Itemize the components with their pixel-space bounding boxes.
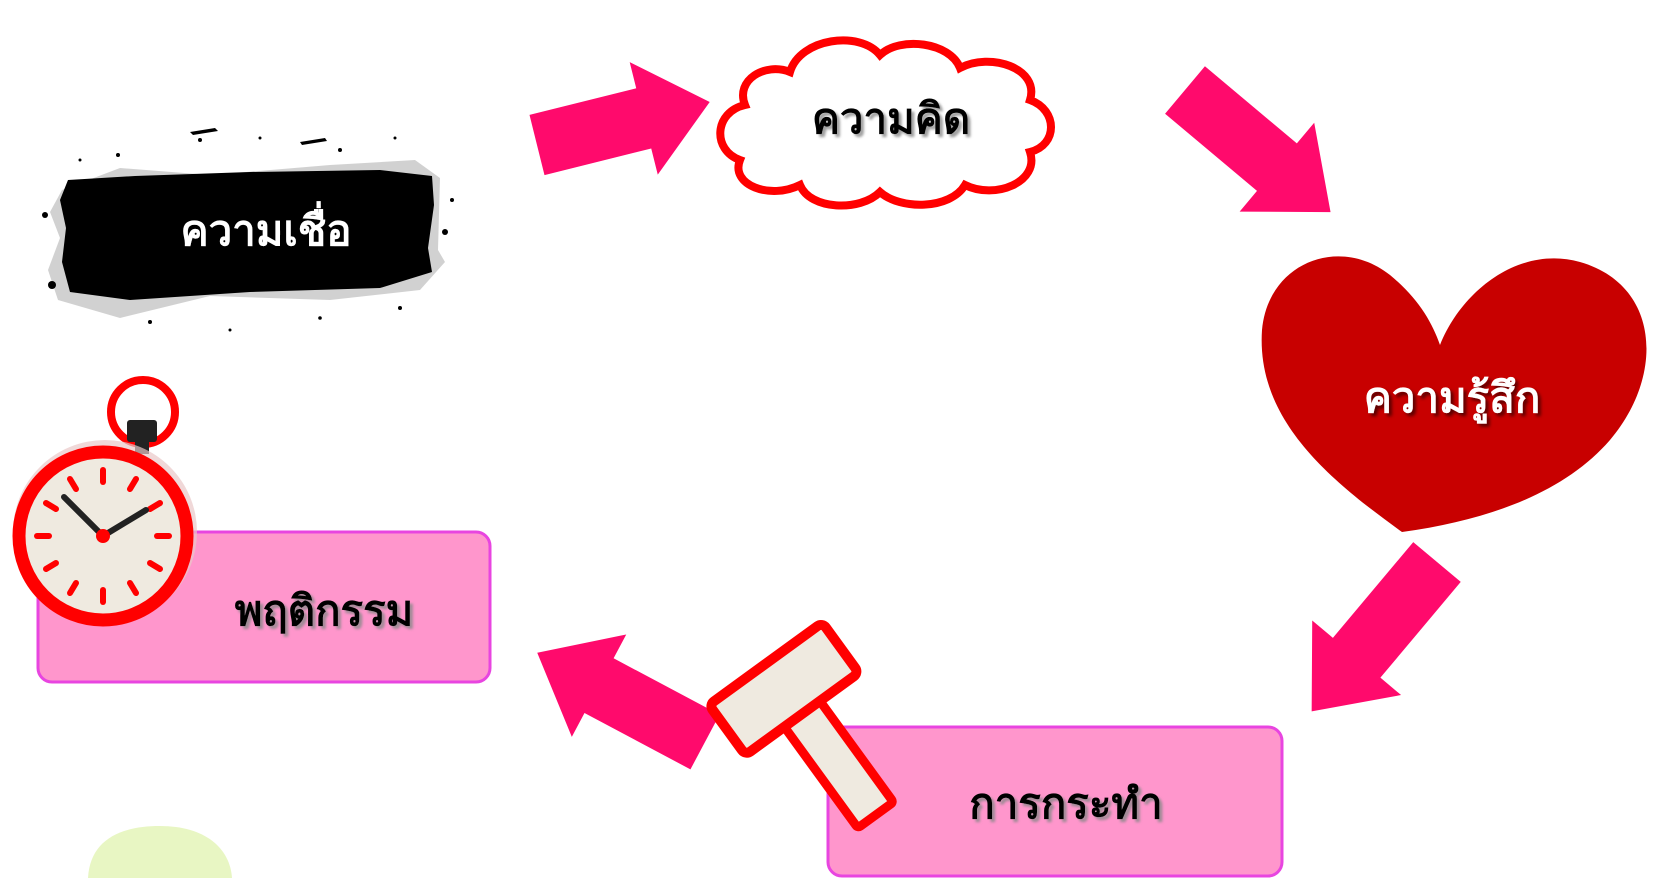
stopwatch-icon [12, 376, 197, 627]
arrow-action-to-behavior [537, 634, 720, 770]
node-thought: ความคิด [716, 36, 1055, 210]
arrow-belief-to-thought [529, 62, 710, 176]
green-decor-blob [88, 826, 232, 878]
cloud-shape [716, 36, 1055, 210]
action-box [826, 725, 1284, 878]
action-label: การกระทำ [969, 779, 1162, 828]
arrow-thought-to-feeling [1165, 66, 1331, 213]
belief-label: ความเชื่อ [180, 201, 351, 255]
feeling-label: ความรู้สึก [1364, 373, 1541, 424]
hammer-icon [706, 619, 897, 832]
behavior-label: พฤติกรรม [235, 586, 414, 635]
node-belief: ความเชื่อ [42, 128, 454, 332]
ink-splash-banner [42, 128, 454, 332]
thought-label: ความคิด [812, 94, 970, 143]
node-feeling: ความรู้สึก [1261, 256, 1647, 532]
arrow-feeling-to-action [1311, 542, 1461, 712]
heart-shape [1261, 256, 1647, 532]
node-behavior: พฤติกรรม [12, 376, 492, 684]
node-action: การกระทำ [706, 619, 1284, 878]
